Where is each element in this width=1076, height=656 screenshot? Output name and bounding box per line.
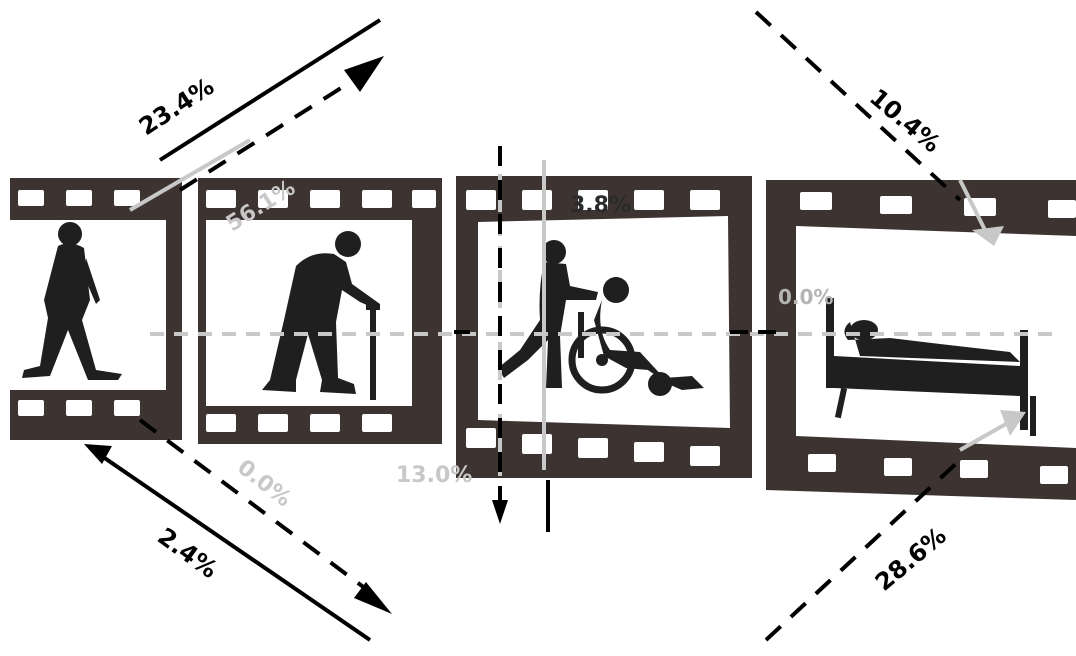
film-frame-4	[766, 180, 1076, 500]
arrow-bottom-solid	[90, 448, 370, 640]
label-top-right: 10.4%	[864, 83, 946, 158]
label-frame3-bottom: 13.0%	[396, 463, 472, 488]
arrowhead-bottom-right	[354, 582, 392, 614]
arrowhead-top	[344, 56, 384, 92]
label-bottom-right: 28.6%	[870, 522, 952, 597]
film-frame-1	[10, 178, 182, 440]
arrowhead-center-down	[492, 500, 508, 524]
label-frame4-left: 0.0%	[778, 285, 833, 309]
label-frame3-top: 3.8%	[570, 193, 631, 218]
arrow-right-top-dashed	[756, 12, 960, 200]
label-frame2-bottom: 0.0%	[232, 455, 295, 512]
